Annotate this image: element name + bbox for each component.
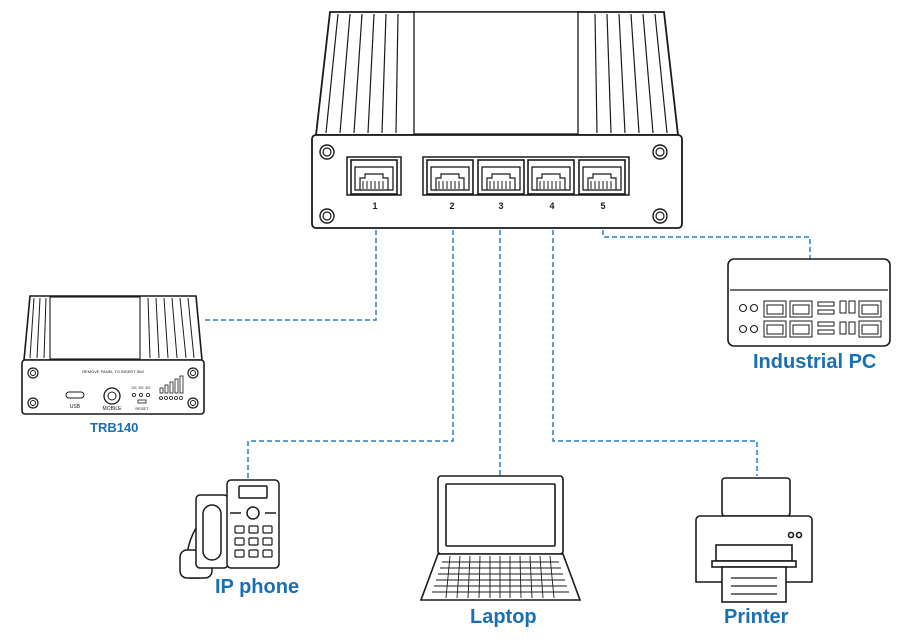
trb140-device: REMOVE PANEL TO INSERT SIM USB MOBILE 2G… (21, 295, 205, 415)
signal-strength-icon (159, 375, 184, 400)
trb140-label: TRB140 (90, 420, 139, 435)
mobile-antenna-connector: MOBILE (103, 387, 123, 412)
link-port2-ip-phone (247, 222, 454, 480)
usb-port: USB (65, 391, 85, 410)
signal-2g-label: 2G (131, 385, 136, 390)
link-port1-trb140 (204, 222, 377, 321)
port-5 (578, 159, 626, 195)
mobile-label: MOBILE (103, 406, 123, 412)
connection-lines (204, 222, 811, 480)
usb-label: USB (70, 404, 81, 410)
ip-phone-icon (179, 479, 280, 579)
reset-label: RESET (135, 406, 149, 411)
port-3 (477, 159, 525, 195)
link-port4-printer (552, 222, 758, 476)
printer-label: Printer (724, 606, 789, 628)
port-number-5: 5 (600, 201, 605, 211)
port-number-4: 4 (549, 201, 554, 211)
laptop-icon (419, 475, 582, 601)
signal-3g-label: 3G (138, 385, 143, 390)
ethernet-switch: 1 2 3 4 5 (311, 11, 683, 229)
link-port5-industrial-pc (602, 222, 811, 260)
ip-phone-label: IP phone (215, 576, 300, 598)
printer-icon (695, 477, 813, 603)
port-number-1: 1 (372, 201, 377, 211)
industrial-pc-label: Industrial PC (753, 351, 877, 373)
port-2 (426, 159, 474, 195)
laptop-label: Laptop (470, 606, 537, 628)
signal-4g-label: 4G (145, 385, 150, 390)
trb140-panel-text: REMOVE PANEL TO INSERT SIM (82, 369, 144, 374)
port-4 (527, 159, 575, 195)
port-number-2: 2 (449, 201, 454, 211)
port-1 (346, 156, 402, 196)
industrial-pc-device (727, 258, 891, 347)
port-number-3: 3 (498, 201, 503, 211)
